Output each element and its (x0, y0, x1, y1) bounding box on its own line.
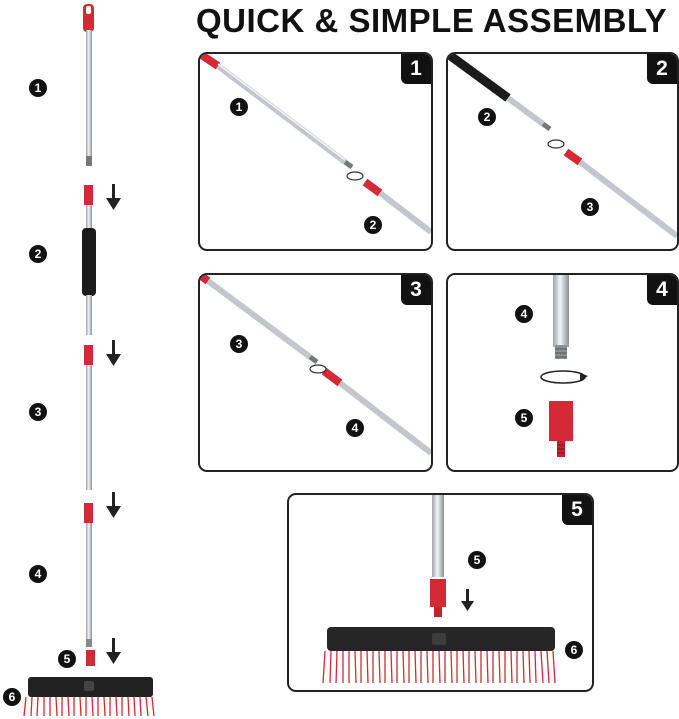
broom-head (23, 677, 155, 717)
panel-2-marker-3: 3 (581, 198, 599, 216)
down-arrow-icon (106, 184, 121, 664)
step-marker-1: 1 (29, 79, 47, 97)
threaded-connector (86, 650, 95, 666)
panel-5-marker-6: 6 (565, 641, 583, 659)
panel-3-illustration (200, 275, 431, 456)
step-panel-5: 5 5 6 (287, 493, 594, 692)
step-panel-1: 1 1 2 (198, 52, 433, 251)
panel-1-marker-1: 1 (230, 98, 248, 116)
panel-5-marker-5: 5 (468, 551, 486, 569)
step-badge-2: 2 (647, 54, 677, 84)
panel-2-illustration (448, 54, 677, 239)
panel-4-marker-4: 4 (515, 305, 533, 323)
step-badge-3: 3 (401, 275, 431, 305)
step-panel-2: 2 2 3 (446, 52, 679, 251)
down-arrow-icon (466, 589, 469, 603)
step-marker-3: 3 (29, 403, 47, 421)
pole-section-2 (82, 185, 96, 335)
panel-4-illustration (540, 275, 588, 457)
panel-1-marker-2: 2 (364, 216, 382, 234)
page-title: QUICK & SIMPLE ASSEMBLY (196, 2, 668, 39)
exploded-broom-diagram (23, 4, 155, 717)
rotate-arrow-icon (346, 171, 364, 181)
step-panel-3: 3 3 4 (198, 273, 433, 472)
step-marker-2: 2 (29, 245, 47, 263)
step-marker-4: 4 (29, 565, 47, 583)
panel-3-marker-4: 4 (346, 419, 364, 437)
step-badge-5: 5 (562, 495, 592, 525)
step-badge-1: 1 (401, 54, 431, 84)
rotate-arrow-icon (547, 139, 565, 149)
panel-5-illustration (322, 495, 556, 684)
pole-section-1 (83, 4, 94, 166)
pole-section-4 (84, 503, 93, 647)
panel-1-illustration (200, 54, 431, 235)
panel-3-marker-3: 3 (230, 335, 248, 353)
step-marker-6: 6 (3, 688, 21, 706)
step-badge-4: 4 (647, 275, 677, 305)
rotate-arrow-icon (309, 364, 327, 374)
step-marker-5: 5 (58, 650, 76, 668)
panel-2-marker-2: 2 (478, 108, 496, 126)
rotate-arrow-icon (540, 370, 586, 384)
step-panel-4: 4 4 5 (446, 273, 679, 472)
pole-section-3 (84, 345, 93, 490)
panel-4-marker-5: 5 (515, 409, 533, 427)
